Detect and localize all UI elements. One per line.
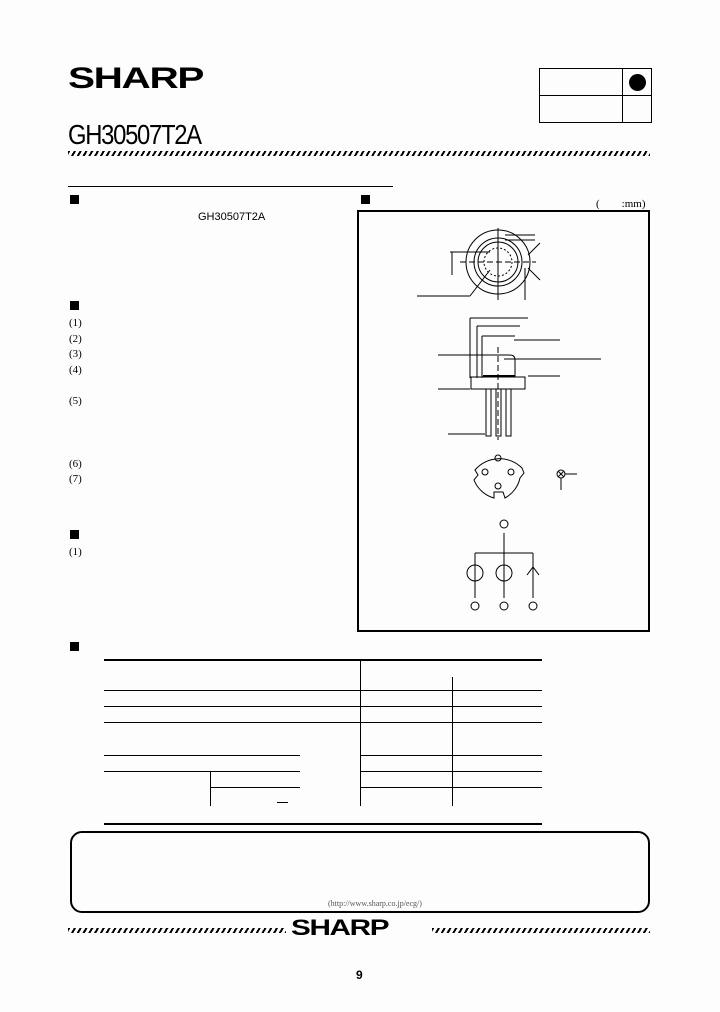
brand-logo: SHARP (68, 62, 204, 95)
unit-label: ( :mm) (596, 198, 646, 210)
notice-url[interactable]: (http://www.sharp.co.jp/ecg/) (328, 899, 422, 908)
applications-bullet-icon (70, 530, 79, 539)
feature-number: (7) (69, 473, 82, 485)
outline-bullet-icon (361, 195, 370, 204)
page-title: GH30507T2A (68, 119, 202, 150)
section-divider (68, 186, 393, 187)
footer-brand-logo: SHARP (291, 915, 390, 940)
outline-drawing-frame (357, 210, 650, 632)
status-marker-icon (629, 74, 646, 91)
section-subtitle: GH30507T2A (198, 211, 266, 223)
status-box (539, 68, 652, 123)
features-bullet-icon (70, 301, 79, 310)
feature-number: (4) (69, 364, 82, 376)
feature-number: (3) (69, 348, 82, 360)
ratings-bullet-icon (70, 642, 79, 651)
application-number: (1) (69, 546, 82, 558)
feature-number: (6) (69, 458, 82, 470)
feature-number: (2) (69, 333, 82, 345)
footer-separator-right (432, 928, 650, 933)
ratings-table (104, 659, 542, 825)
footer-separator-left (68, 928, 286, 933)
notice-box: (http://www.sharp.co.jp/ecg/) (70, 831, 650, 913)
page-number: 9 (356, 968, 363, 982)
title-separator (68, 151, 650, 156)
feature-number: (1) (69, 317, 82, 329)
feature-number: (5) (69, 395, 82, 407)
section-bullet-icon (70, 195, 79, 204)
package-outline-drawing (417, 228, 601, 611)
